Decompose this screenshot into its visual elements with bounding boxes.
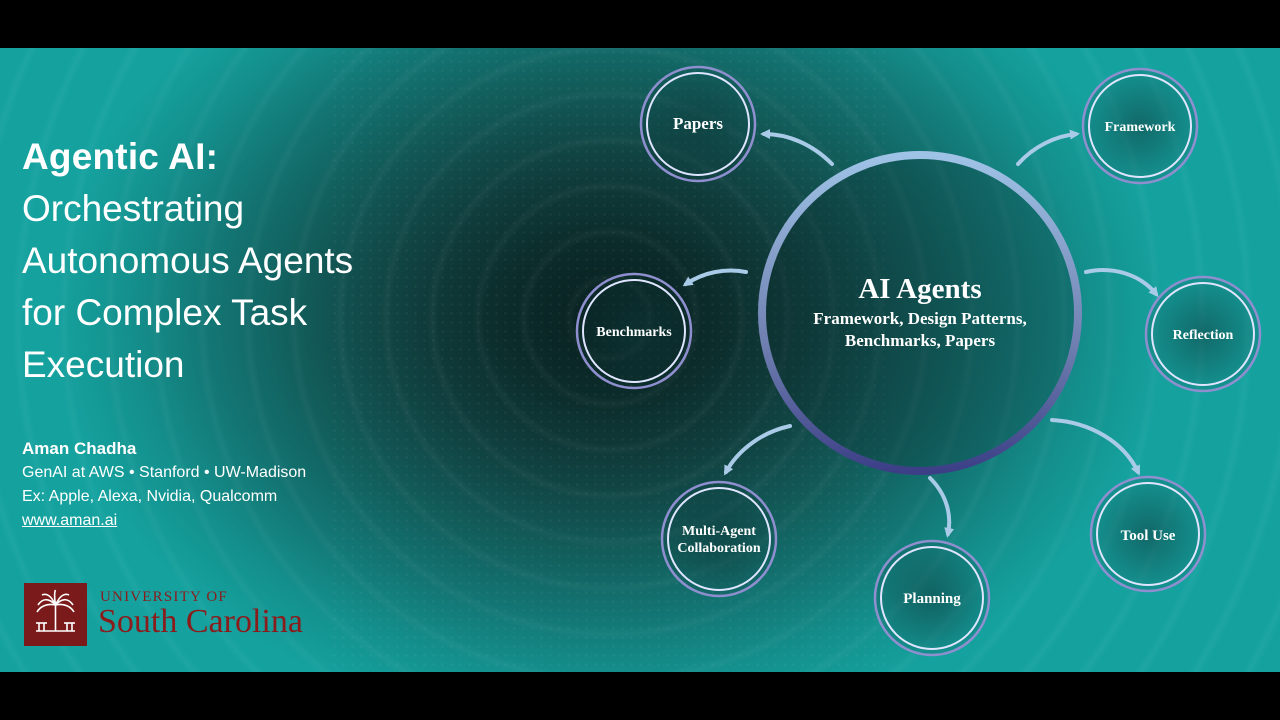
node-benchmarks[interactable]: Benchmarks <box>575 272 693 390</box>
node-multi-agent-ring-inner <box>667 487 771 591</box>
node-benchmarks-ring-outer <box>575 272 693 390</box>
node-multi-agent[interactable]: Multi-Agent Collaboration <box>660 480 778 598</box>
center-subtitle-2: Benchmarks, Papers <box>845 331 996 350</box>
center-subtitle-1: Framework, Design Patterns, <box>813 309 1026 328</box>
node-multi-agent-ring-outer <box>660 480 778 598</box>
node-reflection[interactable]: Reflection <box>1144 275 1262 393</box>
title-line-4: Execution <box>22 344 185 385</box>
arrow-to-reflection <box>1084 268 1159 298</box>
arrow-to-papers <box>760 129 834 166</box>
university-logo: UNIVERSITY OF South Carolina <box>24 583 336 649</box>
palmetto-tree-icon <box>24 583 87 646</box>
title-line-3: for Complex Task <box>22 292 308 333</box>
node-tool-use[interactable]: Tool Use <box>1089 475 1207 593</box>
title-line-2: Autonomous Agents <box>22 240 354 281</box>
title-strong: Agentic AI: <box>22 136 219 177</box>
node-framework[interactable]: Framework <box>1081 67 1199 185</box>
slide: Agentic AI: Orchestrating Autonomous Age… <box>0 48 1280 672</box>
node-reflection-ring-outer <box>1144 275 1262 393</box>
node-papers[interactable]: Papers <box>639 65 757 183</box>
letterbox-top <box>0 0 1280 48</box>
node-reflection-ring-inner <box>1151 282 1255 386</box>
node-tool-use-ring-outer <box>1089 475 1207 593</box>
logo-university-of: UNIVERSITY OF <box>100 589 228 605</box>
center-node[interactable]: AI Agents Framework, Design Patterns, Be… <box>758 151 1082 475</box>
author-former: Ex: Apple, Alexa, Nvidia, Qualcomm <box>22 488 278 505</box>
author-block: Aman Chadha GenAI at AWS • Stanford • UW… <box>22 437 306 533</box>
letterbox-bottom <box>0 672 1280 720</box>
node-multi-agent-label-1: Multi-Agent <box>682 524 756 539</box>
node-planning-ring-outer <box>873 539 991 657</box>
agents-diagram: AI Agents Framework, Design Patterns, Be… <box>575 65 1262 657</box>
arrow-to-multi-agent <box>724 424 792 476</box>
connector-arrows <box>682 129 1159 538</box>
node-multi-agent-label-2: Collaboration <box>677 541 760 556</box>
node-framework-ring-inner <box>1088 74 1192 178</box>
author-affiliation: GenAI at AWS • Stanford • UW-Madison <box>22 464 307 481</box>
slide-title: Agentic AI: Orchestrating Autonomous Age… <box>22 131 353 391</box>
author-website-link[interactable]: www.aman.ai <box>22 512 118 529</box>
node-papers-ring-outer <box>639 65 757 183</box>
arrow-to-tool-use <box>1050 418 1140 476</box>
node-tool-use-label: Tool Use <box>1121 528 1176 544</box>
node-benchmarks-ring-inner <box>582 279 686 383</box>
arrow-to-framework <box>1016 129 1080 166</box>
center-ring <box>758 151 1082 475</box>
author-name: Aman Chadha <box>22 439 137 458</box>
node-planning-label: Planning <box>903 591 961 607</box>
node-planning-ring-inner <box>880 546 984 650</box>
node-framework-label: Framework <box>1105 120 1176 135</box>
node-reflection-label: Reflection <box>1173 328 1234 343</box>
arrow-to-planning <box>928 476 955 538</box>
logo-south-carolina: South Carolina <box>98 603 303 640</box>
center-title: AI Agents <box>858 273 981 305</box>
node-tool-use-ring-inner <box>1096 482 1200 586</box>
arrow-to-benchmarks <box>682 268 748 287</box>
node-papers-label: Papers <box>673 114 723 133</box>
node-framework-ring-outer <box>1081 67 1199 185</box>
node-papers-ring-inner <box>646 72 750 176</box>
node-benchmarks-label: Benchmarks <box>596 325 672 340</box>
node-planning[interactable]: Planning <box>873 539 991 657</box>
title-line-1: Orchestrating <box>22 188 245 229</box>
